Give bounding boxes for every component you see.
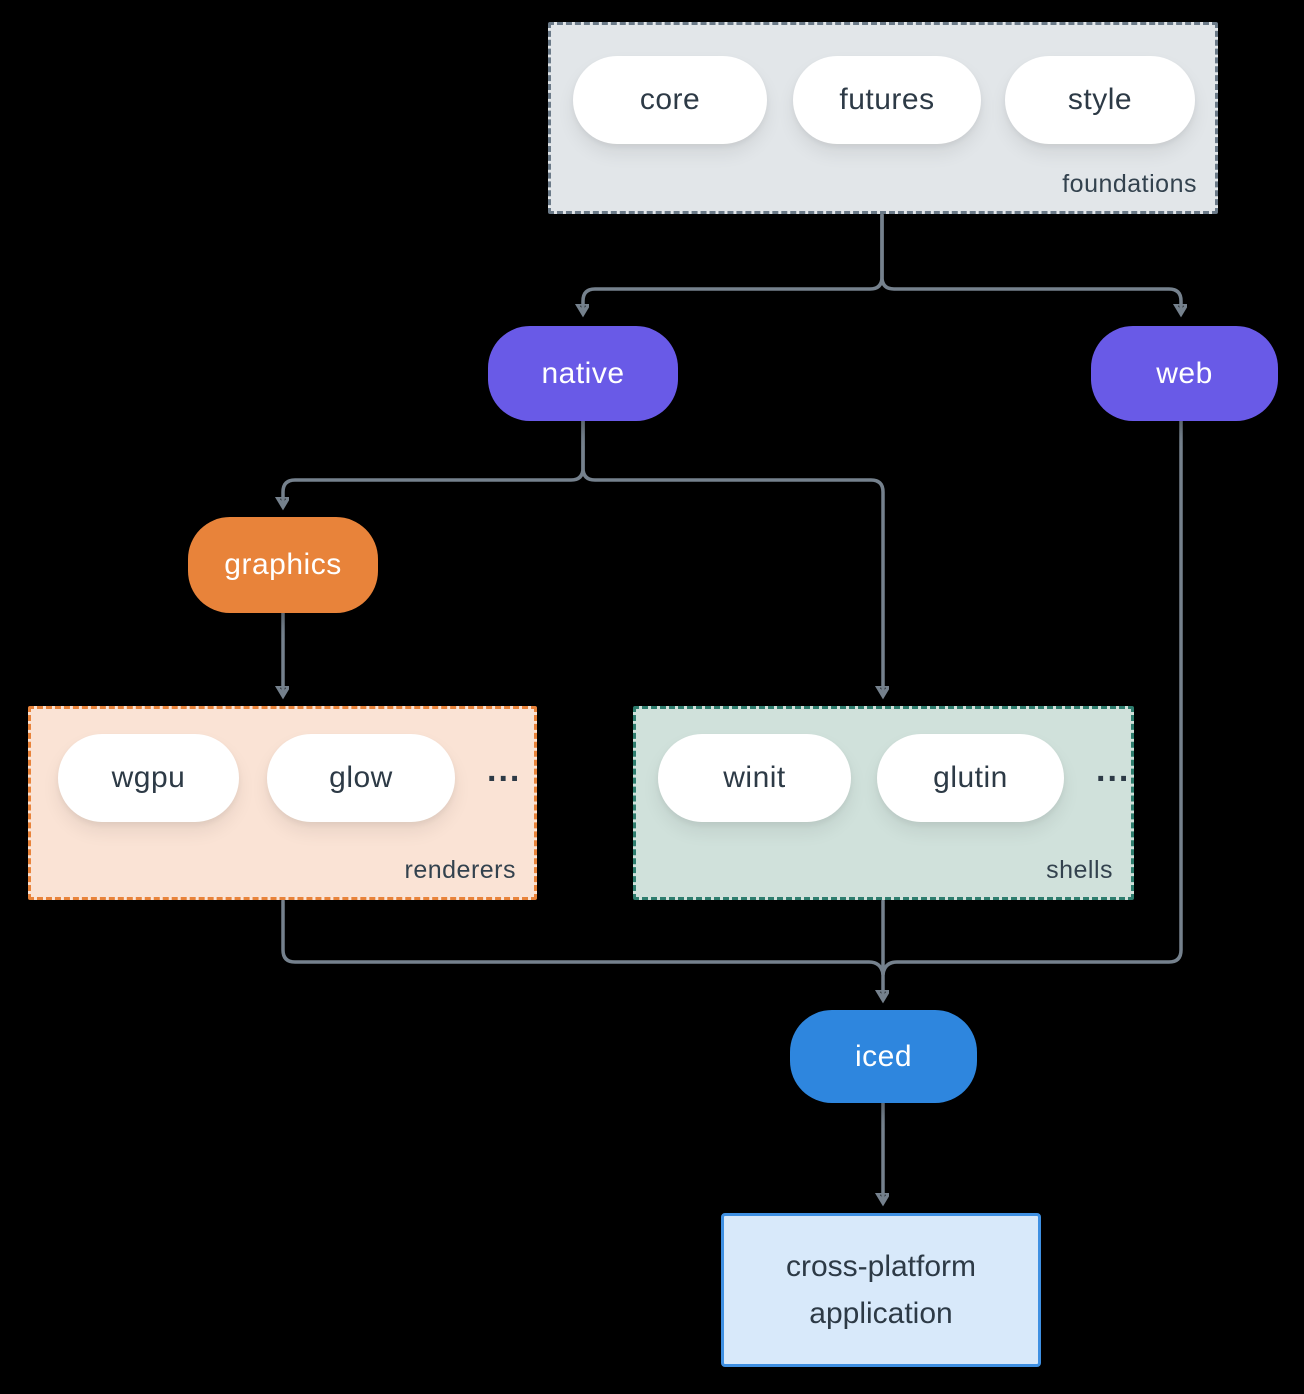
- node-glutin-label: glutin: [933, 761, 1008, 794]
- node-wgpu-label: wgpu: [111, 761, 186, 794]
- node-glow: glow: [267, 734, 455, 822]
- node-native-label: native: [541, 356, 625, 390]
- node-core-label: core: [639, 83, 701, 116]
- renderers-group-label: renderers: [404, 856, 516, 884]
- node-web-label: web: [1156, 356, 1213, 390]
- node-style-label: style: [1067, 83, 1133, 116]
- renderers-group: wgpu glow ... renderers: [28, 706, 537, 900]
- node-application: cross-platform application: [721, 1213, 1041, 1367]
- node-iced-label: iced: [854, 1039, 913, 1073]
- renderers-ellipsis: ...: [487, 751, 522, 789]
- edge-renderers-bus: [281, 899, 885, 976]
- node-wgpu: wgpu: [58, 734, 239, 822]
- node-style: style: [1005, 56, 1195, 144]
- node-glutin: glutin: [877, 734, 1064, 822]
- shells-group-label: shells: [1046, 856, 1113, 884]
- edge-foundations-web: [880, 213, 1181, 312]
- node-graphics: graphics: [188, 517, 378, 613]
- node-core: core: [573, 56, 767, 144]
- node-native: native: [488, 326, 678, 421]
- node-iced: iced: [790, 1010, 977, 1103]
- node-graphics-label: graphics: [224, 548, 342, 581]
- shells-ellipsis: ...: [1096, 751, 1131, 789]
- node-glow-label: glow: [329, 761, 393, 794]
- edge-native-graphics: [283, 419, 585, 505]
- shells-group: winit glutin ... shells: [633, 706, 1134, 900]
- node-winit: winit: [658, 734, 851, 822]
- edge-foundations-native: [583, 213, 884, 312]
- node-web: web: [1091, 326, 1278, 421]
- node-futures-label: futures: [839, 83, 935, 116]
- node-futures: futures: [793, 56, 981, 144]
- foundations-group-label: foundations: [1062, 170, 1197, 198]
- node-application-label: cross-platform application: [785, 1250, 977, 1330]
- node-winit-label: winit: [723, 761, 786, 794]
- edge-native-shells: [581, 419, 883, 694]
- foundations-group: core futures style foundations: [548, 22, 1218, 214]
